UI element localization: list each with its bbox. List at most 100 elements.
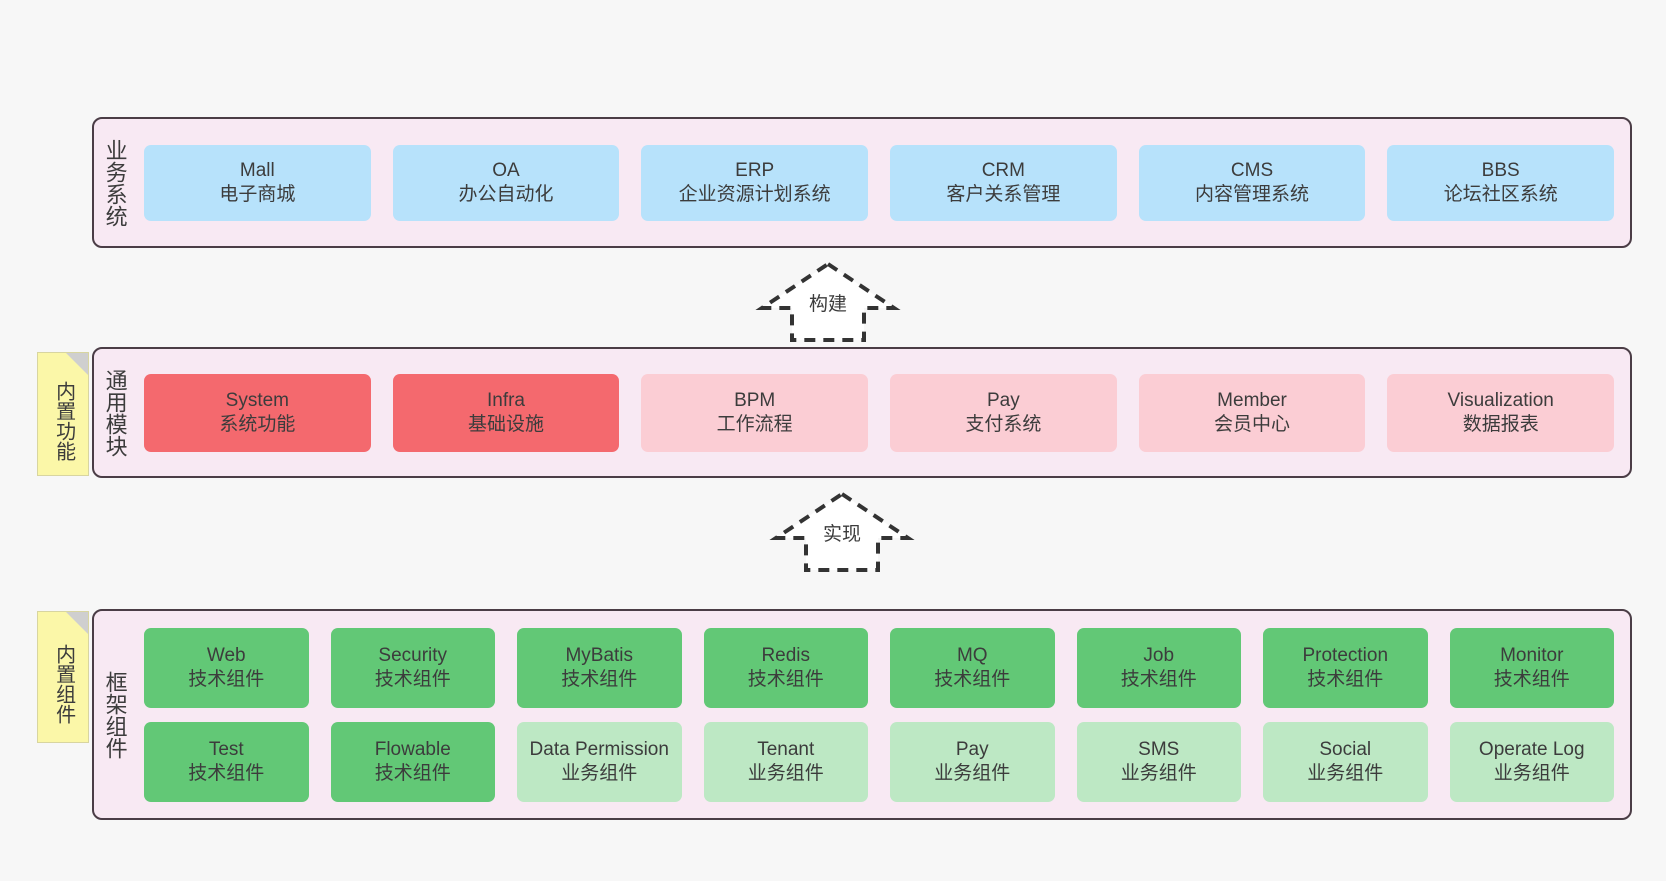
card-cms[interactable]: CMS 内容管理系统	[1138, 144, 1366, 221]
card-title-cn: 办公自动化	[458, 183, 554, 205]
card-title-cn: 技术组件	[1493, 668, 1570, 690]
card-title-en: Redis	[761, 645, 811, 667]
card-sms[interactable]: SMS 业务组件	[1076, 721, 1241, 802]
card-bbs[interactable]: BBS 论坛社区系统	[1387, 144, 1615, 221]
card-member[interactable]: Member 会员中心	[1138, 373, 1366, 452]
card-title-en: Infra	[486, 390, 526, 412]
card-oa[interactable]: OA 办公自动化	[392, 144, 620, 221]
card-title-cn: 业务组件	[561, 762, 638, 784]
card-infra[interactable]: Infra 基础设施	[392, 373, 620, 452]
card-protection[interactable]: Protection 技术组件	[1263, 627, 1428, 708]
card-crm[interactable]: CRM 客户关系管理	[890, 144, 1117, 221]
card-job[interactable]: Job 技术组件	[1076, 627, 1241, 708]
realization-arrow-icon	[769, 491, 915, 572]
card-security[interactable]: Security 技术组件	[330, 627, 495, 708]
card-social[interactable]: Social 业务组件	[1263, 721, 1428, 802]
card-title-cn: 基础设施	[468, 413, 545, 435]
card-title-cn: 客户关系管理	[946, 183, 1061, 205]
card-row: Test 技术组件 Flowable 技术组件 Data Permission …	[144, 721, 1614, 802]
card-title-en: MQ	[956, 645, 988, 667]
card-title-en: Security	[378, 645, 448, 667]
card-title-cn: 数据报表	[1462, 413, 1539, 435]
card-title-en: Protection	[1302, 645, 1389, 667]
card-title-en: MyBatis	[565, 645, 634, 667]
card-title-en: Member	[1217, 390, 1287, 412]
card-title-en: Mall	[239, 160, 275, 182]
card-title-cn: 技术组件	[1307, 668, 1384, 690]
card-pay-business[interactable]: Pay 业务组件	[890, 721, 1055, 802]
card-erp[interactable]: ERP 企业资源计划系统	[641, 144, 869, 221]
card-title-cn: 企业资源计划系统	[678, 183, 831, 205]
card-title-cn: 业务组件	[1307, 762, 1384, 784]
card-bpm[interactable]: BPM 工作流程	[641, 373, 869, 452]
card-visualization[interactable]: Visualization 数据报表	[1387, 373, 1615, 452]
card-title-en: ERP	[735, 160, 775, 182]
layer-title-framework-components: 框架组件	[102, 670, 128, 759]
card-title-en: Web	[206, 645, 246, 667]
layer-title-business-systems: 业务系统	[102, 138, 128, 227]
connector-realize: 实现	[769, 490, 915, 574]
card-row: Web 技术组件 Security 技术组件 MyBatis 技术组件 Redi…	[144, 627, 1614, 708]
card-system[interactable]: System 系统功能	[144, 373, 371, 452]
card-title-en: OA	[492, 160, 520, 182]
card-title-en: System	[225, 390, 290, 412]
card-mall[interactable]: Mall 电子商城	[144, 144, 371, 221]
card-pay[interactable]: Pay 支付系统	[890, 373, 1117, 452]
card-title-cn: 内容管理系统	[1195, 183, 1310, 205]
card-title-en: Flowable	[374, 739, 451, 761]
card-mq[interactable]: MQ 技术组件	[890, 627, 1055, 708]
card-title-en: Tenant	[757, 739, 815, 761]
layer-common-modules: 通用模块 System 系统功能 Infra 基础设施 BPM 工作流程 Pay…	[92, 347, 1632, 478]
layer-body-common-modules: System 系统功能 Infra 基础设施 BPM 工作流程 Pay 支付系统…	[136, 349, 1630, 476]
card-title-cn: 技术组件	[1120, 668, 1197, 690]
card-title-en: SMS	[1138, 739, 1180, 761]
card-title-cn: 技术组件	[188, 668, 265, 690]
layer-body-business-systems: Mall 电子商城 OA 办公自动化 ERP 企业资源计划系统 CRM 客户关系…	[136, 119, 1630, 246]
card-row: Mall 电子商城 OA 办公自动化 ERP 企业资源计划系统 CRM 客户关系…	[144, 144, 1615, 221]
layer-title-common-modules: 通用模块	[102, 368, 128, 457]
card-title-en: CRM	[981, 160, 1025, 182]
card-operate-log[interactable]: Operate Log 业务组件	[1449, 721, 1614, 802]
card-mybatis[interactable]: MyBatis 技术组件	[517, 627, 682, 708]
card-web[interactable]: Web 技术组件	[144, 627, 309, 708]
card-title-cn: 技术组件	[747, 668, 824, 690]
card-title-cn: 技术组件	[374, 762, 451, 784]
note-fold-icon	[66, 612, 88, 634]
card-title-cn: 业务组件	[1493, 762, 1570, 784]
card-title-cn: 业务组件	[934, 762, 1011, 784]
card-title-cn: 技术组件	[561, 668, 638, 690]
card-title-en: CMS	[1230, 160, 1274, 182]
card-title-en: Visualization	[1447, 390, 1554, 412]
card-title-en: Pay	[955, 739, 989, 761]
card-monitor[interactable]: Monitor 技术组件	[1449, 627, 1614, 708]
note-text: 内置功能	[52, 381, 75, 461]
card-title-en: Job	[1143, 645, 1175, 667]
card-data-permission[interactable]: Data Permission 业务组件	[517, 721, 682, 802]
layer-framework-components: 框架组件 Web 技术组件 Security 技术组件 MyBatis 技术组件…	[92, 609, 1632, 820]
connector-realize-label: 实现	[823, 524, 862, 545]
note-builtin-components: 内置组件	[37, 611, 89, 743]
card-redis[interactable]: Redis 技术组件	[703, 627, 868, 708]
card-title-cn: 技术组件	[188, 762, 265, 784]
card-title-cn: 业务组件	[1120, 762, 1197, 784]
card-title-cn: 技术组件	[374, 668, 451, 690]
card-title-cn: 工作流程	[716, 413, 793, 435]
card-title-en: BBS	[1481, 160, 1520, 182]
card-flowable[interactable]: Flowable 技术组件	[330, 721, 495, 802]
card-tenant[interactable]: Tenant 业务组件	[703, 721, 868, 802]
layer-business-systems: 业务系统 Mall 电子商城 OA 办公自动化 ERP 企业资源计划系统 CRM…	[92, 117, 1632, 248]
card-title-cn: 技术组件	[934, 668, 1011, 690]
card-title-cn: 会员中心	[1214, 413, 1291, 435]
card-title-cn: 论坛社区系统	[1443, 183, 1558, 205]
card-title-en: Monitor	[1500, 645, 1564, 667]
layer-body-framework-components: Web 技术组件 Security 技术组件 MyBatis 技术组件 Redi…	[136, 611, 1630, 818]
card-test[interactable]: Test 技术组件	[144, 721, 309, 802]
card-title-cn: 系统功能	[219, 413, 296, 435]
card-row: System 系统功能 Infra 基础设施 BPM 工作流程 Pay 支付系统…	[144, 373, 1615, 452]
realization-arrow-icon	[755, 261, 901, 342]
card-title-en: Test	[208, 739, 244, 761]
connector-build: 构建	[755, 260, 901, 344]
card-title-en: Operate Log	[1478, 739, 1585, 761]
note-fold-icon	[66, 353, 88, 375]
